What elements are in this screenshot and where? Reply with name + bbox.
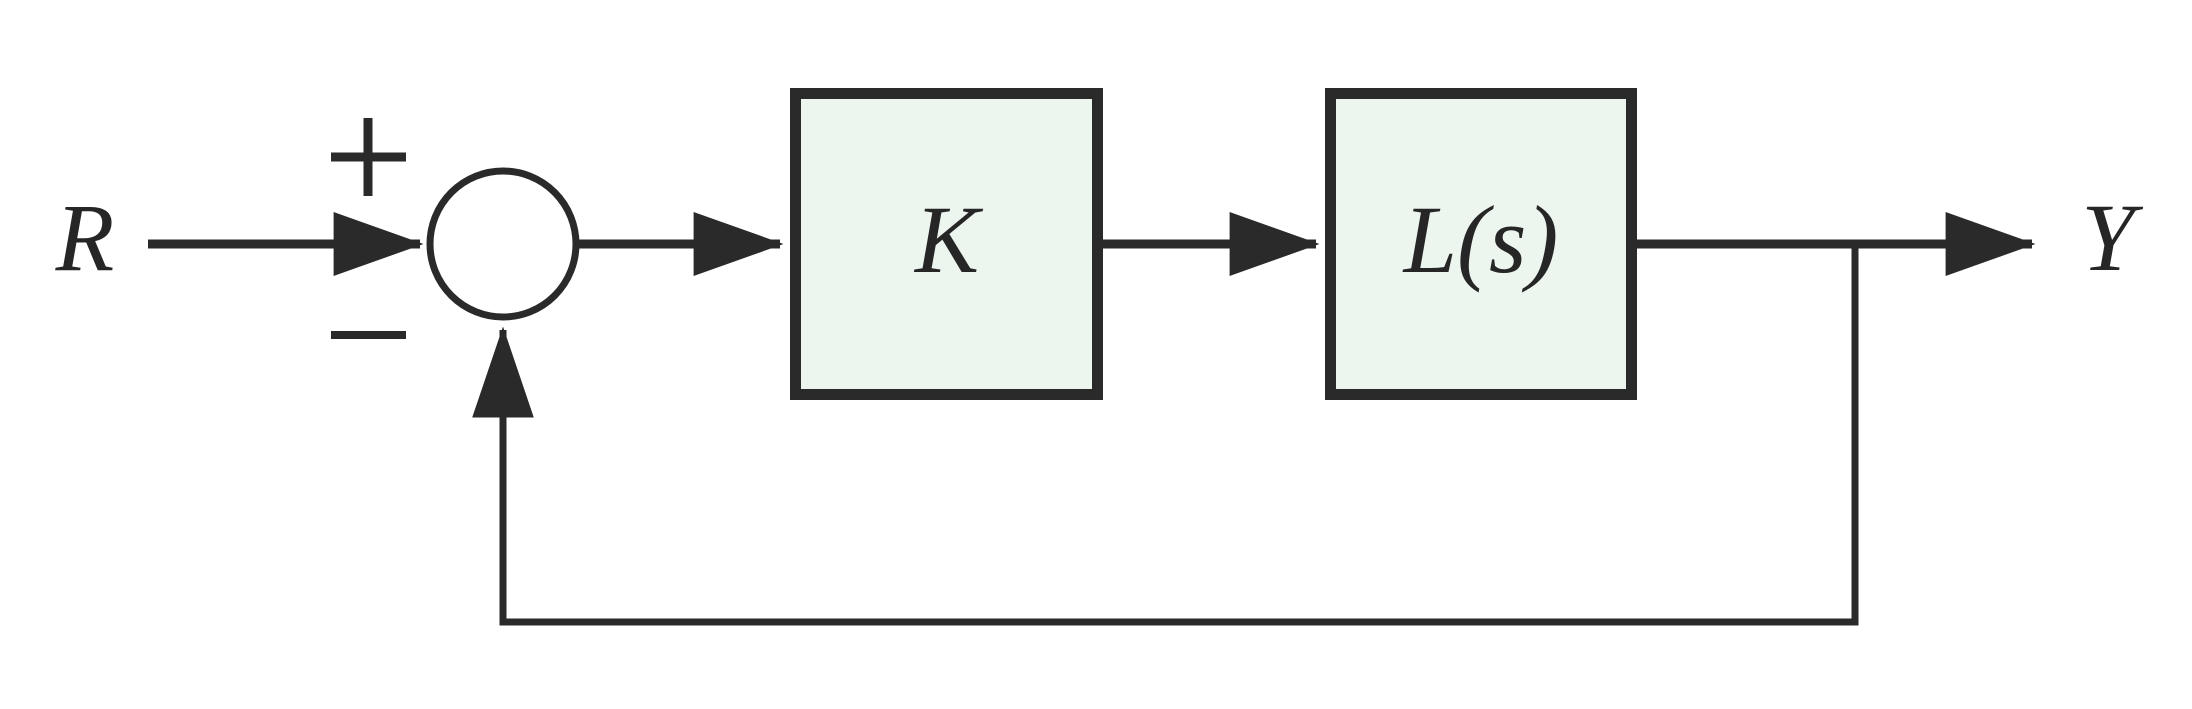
plant-block[interactable]: L(s) [1325,88,1637,400]
gain-block-rect[interactable] [790,88,1103,400]
plant-block-label: L(s) [1402,186,1559,293]
sign-plus: + [331,118,406,196]
output-signal-label-y: Y [2081,184,2143,291]
input-signal-label-r: R [55,184,115,291]
gain-block-label: K [913,186,984,293]
gain-block[interactable]: K [790,88,1103,400]
summing-junction-circle [426,167,580,321]
plant-block-rect[interactable] [1325,88,1637,400]
feedback-path [472,244,1859,626]
